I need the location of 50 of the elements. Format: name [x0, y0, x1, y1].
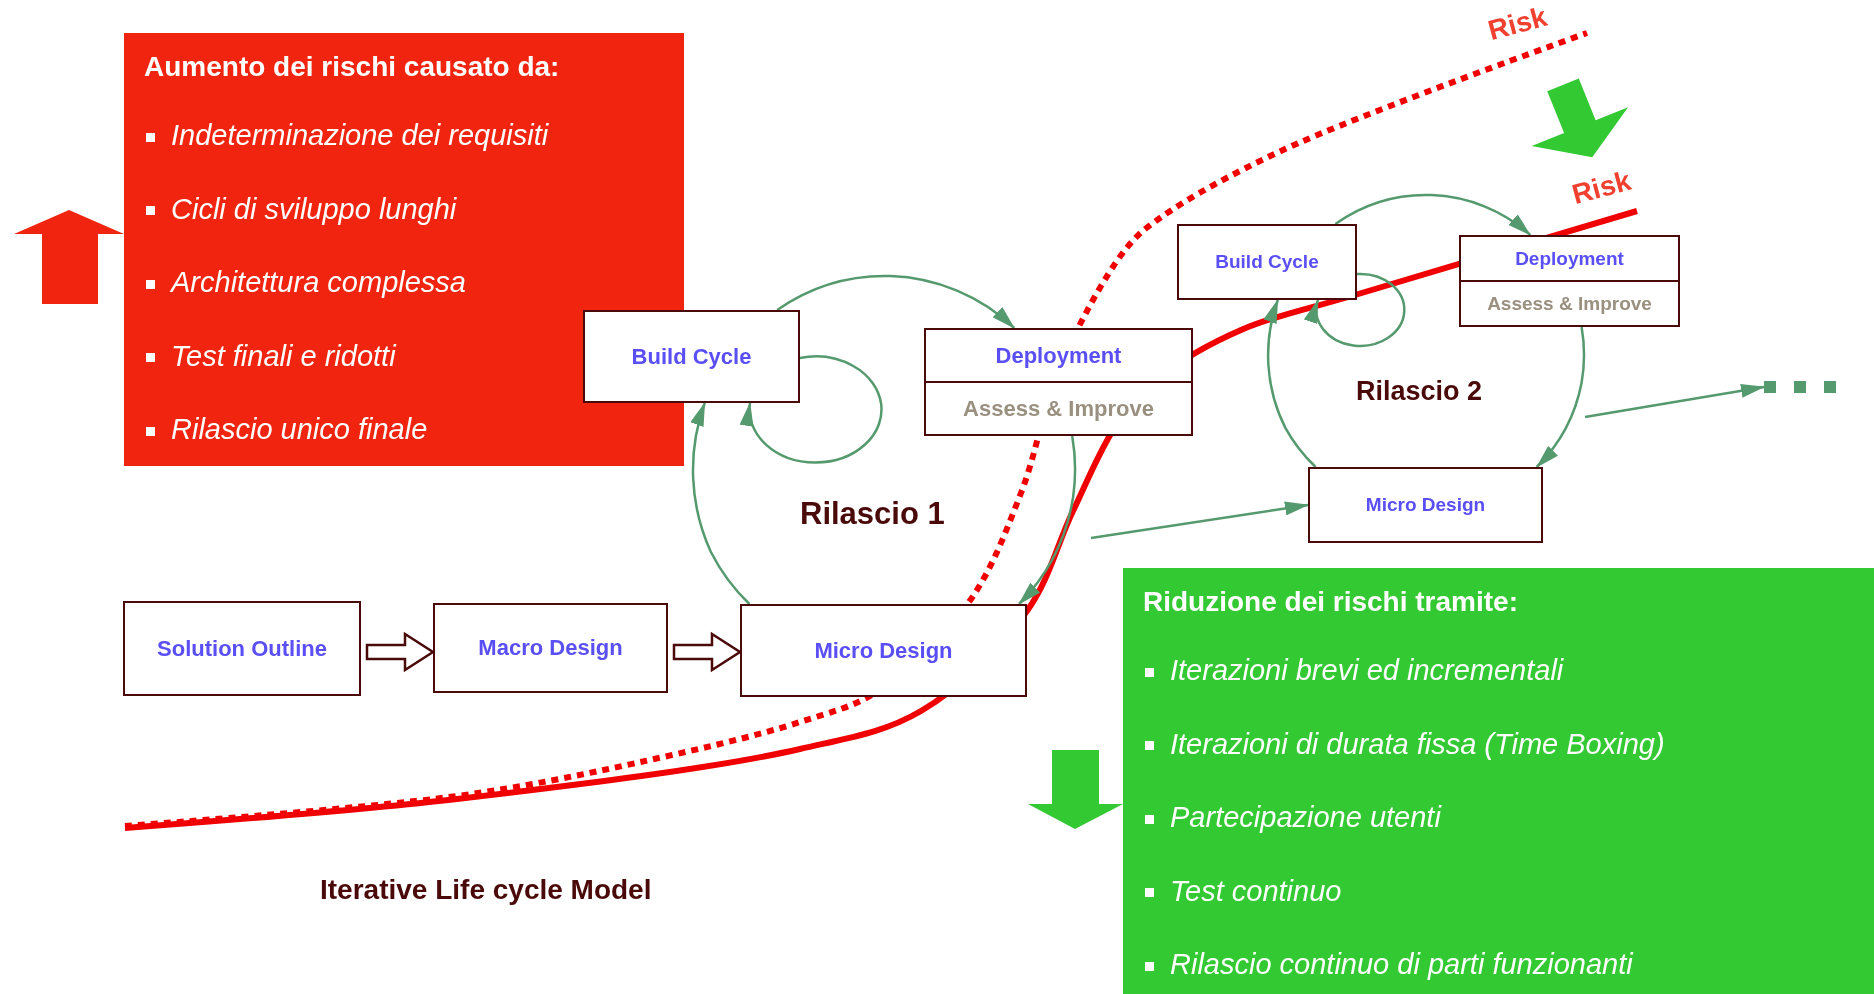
cycle-arrow: [1334, 193, 1532, 236]
block-arrow: [365, 631, 436, 673]
box-label: Assess & Improve: [926, 381, 1191, 434]
list-item: Cicli di sviluppo lunghi: [171, 192, 457, 225]
box-label: Micro Design: [1365, 494, 1486, 516]
curve-label: Risk: [1568, 164, 1635, 212]
cycle-label: Rilascio 2: [1356, 376, 1483, 407]
text-panel: [124, 33, 684, 466]
list-item: Rilascio unico finale: [171, 413, 428, 445]
process-box: [924, 328, 1193, 436]
block-arrow: [672, 631, 743, 673]
box-label: Deployment: [1514, 246, 1625, 271]
ellipsis-icon: [1764, 381, 1836, 393]
list-item: Partecipazione utenti: [1170, 801, 1441, 833]
cycle-arrow: [776, 274, 1016, 329]
loop-arrow: [1305, 272, 1406, 348]
arrow: [1584, 383, 1765, 419]
box-label: Deployment: [994, 341, 1123, 370]
list-item: Test continuo: [1170, 874, 1342, 907]
process-box: [123, 601, 361, 696]
list-item: Architettura complessa: [171, 266, 466, 298]
list-item: Test finali e ridotti: [171, 339, 396, 372]
process-box: [1177, 224, 1357, 300]
process-box: [740, 604, 1027, 697]
process-box: [1308, 467, 1543, 543]
cycle-arrow: [1535, 326, 1586, 468]
list-item: Iterazioni di durata fissa (Time Boxing): [1170, 727, 1665, 760]
arrow: [1090, 501, 1309, 540]
box-label: Build Cycle: [631, 343, 752, 370]
box-label: Macro Design: [478, 635, 623, 661]
box-label: Micro Design: [814, 637, 953, 664]
process-box: [583, 310, 800, 403]
cycle-arrow: [1018, 435, 1077, 605]
loop-arrow: [741, 355, 883, 464]
diagram-title: Iterative Life cycle Model: [320, 874, 652, 906]
curve-label: Risk: [1484, 0, 1551, 48]
process-box: [1459, 235, 1680, 327]
text-panel: [1123, 568, 1874, 994]
panel-heading: Riduzione dei rischi tramite:: [1143, 585, 1519, 619]
cycle-arrow: [691, 402, 751, 605]
list-item: Indeterminazione dei requisiti: [171, 119, 549, 151]
cycle-arrow: [1264, 299, 1317, 468]
process-box: [433, 603, 668, 693]
list-item: Rilascio continuo di parti funzionanti: [1170, 948, 1633, 980]
panel-heading: Aumento dei rischi causato da:: [144, 50, 561, 84]
box-label: Assess & Improve: [1461, 280, 1678, 325]
box-label: Build Cycle: [1215, 251, 1319, 273]
list-item: Iterazioni brevi ed incrementali: [1170, 654, 1564, 686]
box-label: Solution Outline: [157, 635, 327, 662]
cycle-label: Rilascio 1: [800, 496, 945, 532]
